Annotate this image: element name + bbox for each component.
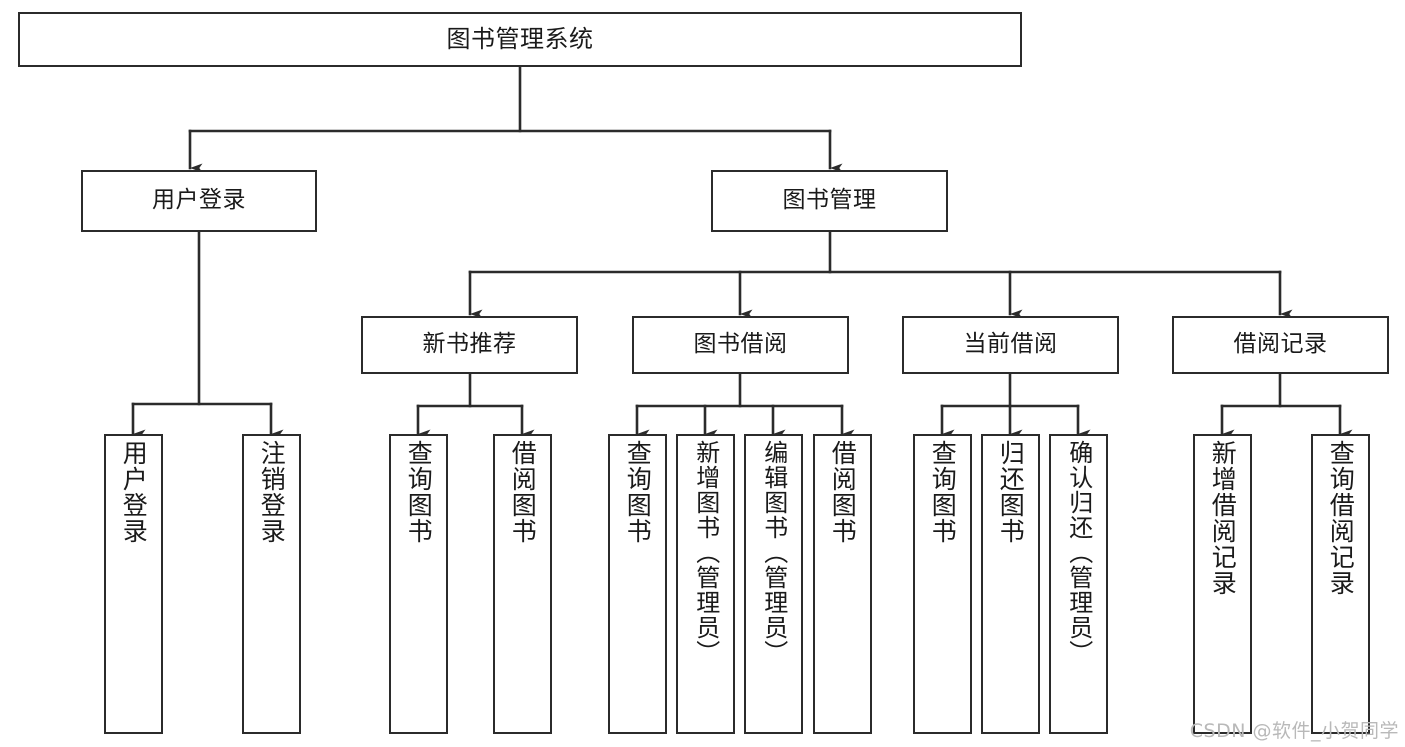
node-leaf-edit-book[interactable]: 编辑图书（管理员） — [744, 434, 803, 734]
edge-user-login-to-leaves — [131, 230, 284, 439]
node-label: 归还图书 — [996, 440, 1026, 544]
node-leaf-query-book-1[interactable]: 查询图书 — [389, 434, 448, 734]
node-book-borrow[interactable]: 图书借阅 — [632, 316, 849, 374]
node-leaf-borrow-book-2[interactable]: 借阅图书 — [813, 434, 872, 734]
node-label: 借阅图书 — [508, 440, 538, 544]
node-leaf-add-record[interactable]: 新增借阅记录 — [1193, 434, 1252, 734]
node-label: 查询借阅记录 — [1326, 440, 1356, 596]
edge-new-book-recommend-to-leaves — [416, 372, 535, 439]
node-new-book-recommend[interactable]: 新书推荐 — [361, 316, 578, 374]
node-label: 当前借阅 — [963, 331, 1058, 358]
node-label: 查询图书 — [623, 440, 653, 544]
node-user-login[interactable]: 用户登录 — [81, 170, 317, 232]
node-label: 用户登录 — [119, 440, 149, 544]
node-label: 注销登录 — [257, 440, 287, 544]
node-leaf-query-record[interactable]: 查询借阅记录 — [1311, 434, 1370, 734]
csdn-watermark: CSDN @软件_小贺同学 — [1189, 720, 1399, 742]
node-book-management[interactable]: 图书管理 — [711, 170, 948, 232]
node-leaf-query-book-2[interactable]: 查询图书 — [608, 434, 667, 734]
node-label: 用户登录 — [152, 187, 246, 214]
node-label: 图书管理系统 — [446, 25, 594, 54]
node-label: 新增借阅记录 — [1208, 440, 1238, 596]
node-leaf-borrow-book-1[interactable]: 借阅图书 — [493, 434, 552, 734]
edge-root-to-level2 — [188, 65, 843, 173]
edge-current-borrow-to-leaves — [940, 372, 1091, 439]
edge-book-management-to-level3 — [468, 230, 1293, 319]
edge-book-borrow-to-leaves — [635, 372, 855, 439]
node-label: 新增图书（管理员） — [691, 440, 720, 665]
node-leaf-logout-login[interactable]: 注销登录 — [242, 434, 301, 734]
node-leaf-return-book[interactable]: 归还图书 — [981, 434, 1040, 734]
node-label: 查询图书 — [928, 440, 958, 544]
node-leaf-query-book-3[interactable]: 查询图书 — [913, 434, 972, 734]
node-current-borrow[interactable]: 当前借阅 — [902, 316, 1119, 374]
edge-borrow-record-to-leaves — [1220, 372, 1353, 439]
node-label: 新书推荐 — [422, 331, 517, 358]
node-label: 借阅图书 — [828, 440, 858, 544]
node-borrow-record[interactable]: 借阅记录 — [1172, 316, 1389, 374]
node-label: 确认归还（管理员） — [1064, 440, 1093, 665]
node-label: 借阅记录 — [1233, 331, 1328, 358]
node-label: 查询图书 — [404, 440, 434, 544]
node-leaf-confirm-return[interactable]: 确认归还（管理员） — [1049, 434, 1108, 734]
node-leaf-user-login[interactable]: 用户登录 — [104, 434, 163, 734]
node-label: 图书管理 — [782, 187, 877, 214]
node-leaf-add-book[interactable]: 新增图书（管理员） — [676, 434, 735, 734]
node-label: 编辑图书（管理员） — [759, 440, 788, 665]
node-root-book-management-system[interactable]: 图书管理系统 — [18, 12, 1022, 67]
node-label: 图书借阅 — [693, 331, 788, 358]
